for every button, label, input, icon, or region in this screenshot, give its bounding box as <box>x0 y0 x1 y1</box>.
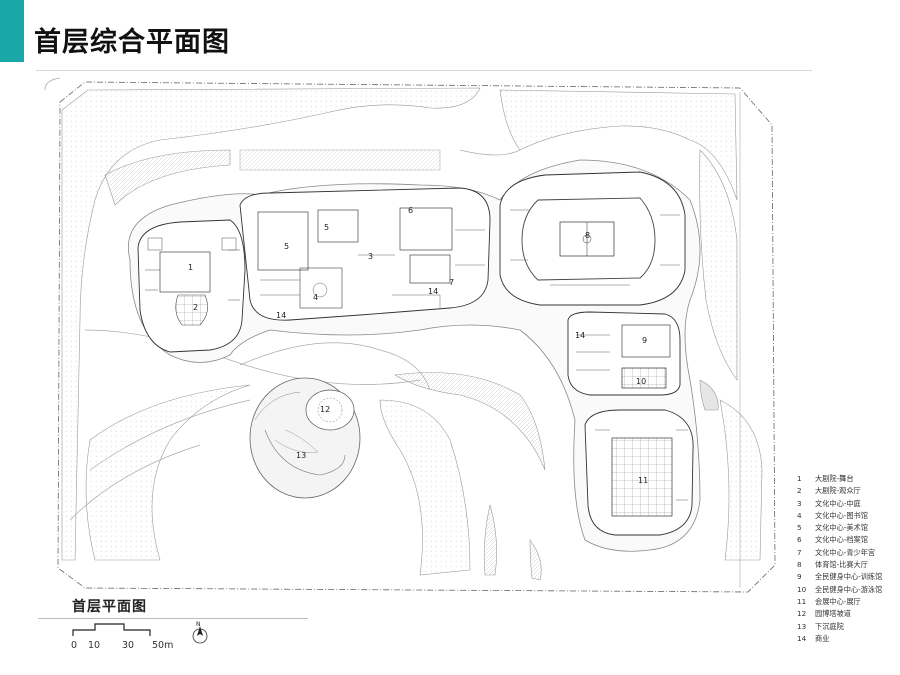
scale-tick-labels: 0 10 30 50m <box>68 640 198 654</box>
legend-row: 3 文化中心-中庭 <box>797 498 897 510</box>
legend-number: 14 <box>797 633 807 643</box>
room-number-12: 12 <box>320 405 330 414</box>
legend-number: 11 <box>797 596 807 606</box>
legend-row: 9 全民健身中心-训练馆 <box>797 571 897 583</box>
legend-label: 商业 <box>815 633 830 643</box>
landscape-areas <box>61 87 763 581</box>
legend-row: 14 商业 <box>797 633 897 645</box>
room-number-10: 10 <box>636 377 646 386</box>
legend-label: 大剧院-观众厅 <box>815 486 861 496</box>
legend-label: 文化中心-图书馆 <box>815 510 868 520</box>
legend-number: 8 <box>797 560 802 570</box>
title-divider <box>36 70 812 71</box>
room-number-14c: 14 <box>575 331 585 340</box>
legend-label: 文化中心-青少年宫 <box>815 547 876 557</box>
north-arrow-icon: N <box>192 621 208 644</box>
legend-label: 文化中心-中庭 <box>815 498 861 508</box>
legend-row: 5 文化中心-美术馆 <box>797 522 897 534</box>
room-number-7: 7 <box>449 278 454 287</box>
legend-row: 2 大剧院-观众厅 <box>797 485 897 497</box>
legend-number: 12 <box>797 609 807 619</box>
room-number-3: 3 <box>368 252 373 261</box>
scale-tick-50: 50m <box>152 640 174 651</box>
legend-number: 3 <box>797 498 802 508</box>
legend-number: 2 <box>797 486 802 496</box>
legend-label: 大剧院-舞台 <box>815 474 854 483</box>
accent-bar <box>0 0 24 62</box>
legend-row: 1 大剧院-舞台 <box>797 473 897 485</box>
north-label: N <box>196 621 201 628</box>
legend-row: 8 体育馆-比赛大厅 <box>797 559 897 571</box>
legend-label: 园博塔坡道 <box>815 609 851 619</box>
legend-number: 6 <box>797 535 802 545</box>
room-number-6: 6 <box>408 206 413 215</box>
stadium-building <box>499 171 686 306</box>
legend-number: 9 <box>797 572 802 582</box>
room-number-9: 9 <box>642 336 647 345</box>
room-number-2: 2 <box>193 303 198 312</box>
legend-row: 6 文化中心-档案馆 <box>797 534 897 546</box>
legend-label: 文化中心-档案馆 <box>815 535 868 545</box>
legend-number: 5 <box>797 523 802 533</box>
page-title: 首层综合平面图 <box>34 27 230 58</box>
legend-row: 10 全民健身中心-游泳馆 <box>797 584 897 596</box>
room-number-14b: 14 <box>276 311 286 320</box>
legend-label: 会展中心-展厅 <box>815 596 861 606</box>
scale-tick-30: 30 <box>122 640 135 651</box>
legend-label: 全民健身中心-训练馆 <box>815 572 883 582</box>
tower-and-courtyard <box>249 377 361 499</box>
legend-number: 13 <box>797 621 807 631</box>
caption-divider <box>38 618 308 619</box>
fitness-center-building <box>567 311 681 396</box>
legend-number: 4 <box>797 510 802 520</box>
legend-label: 文化中心-美术馆 <box>815 523 868 533</box>
legend-label: 下沉庭院 <box>815 621 844 631</box>
legend-number: 10 <box>797 584 807 594</box>
room-number-13: 13 <box>296 451 306 460</box>
cultural-center-building <box>239 187 491 321</box>
legend-number: 7 <box>797 547 802 557</box>
legend-label: 全民健身中心-游泳馆 <box>815 584 883 594</box>
room-number-11: 11 <box>638 476 648 485</box>
room-legend: 1 大剧院-舞台 2 大剧院-观众厅 3 文化中心-中庭 4 文化中心-图书馆 5 文化中心-美术… <box>797 473 897 645</box>
legend-row: 13 下沉庭院 <box>797 621 897 633</box>
legend-number: 1 <box>797 474 802 483</box>
legend-row: 4 文化中心-图书馆 <box>797 510 897 522</box>
room-number-labels: 1 2 3 4 5 5 6 7 8 9 10 11 12 13 14 14 14 <box>188 206 648 485</box>
room-number-14a: 14 <box>428 287 438 296</box>
legend-row: 11 会展中心-展厅 <box>797 596 897 608</box>
room-number-4: 4 <box>313 293 318 302</box>
room-number-8: 8 <box>585 231 590 240</box>
scale-tick-0: 0 <box>71 640 78 651</box>
room-number-5a: 5 <box>324 223 329 232</box>
legend-row: 12 园博塔坡道 <box>797 608 897 620</box>
exhibition-building <box>584 409 694 536</box>
room-number-5b: 5 <box>284 242 289 251</box>
scale-bar <box>72 623 151 636</box>
legend-row: 7 文化中心-青少年宫 <box>797 547 897 559</box>
scale-tick-10: 10 <box>88 640 101 651</box>
grand-theater-building <box>137 219 246 353</box>
legend-label: 体育馆-比赛大厅 <box>815 560 868 570</box>
plan-caption: 首层平面图 <box>72 599 147 615</box>
room-number-1: 1 <box>188 263 193 272</box>
